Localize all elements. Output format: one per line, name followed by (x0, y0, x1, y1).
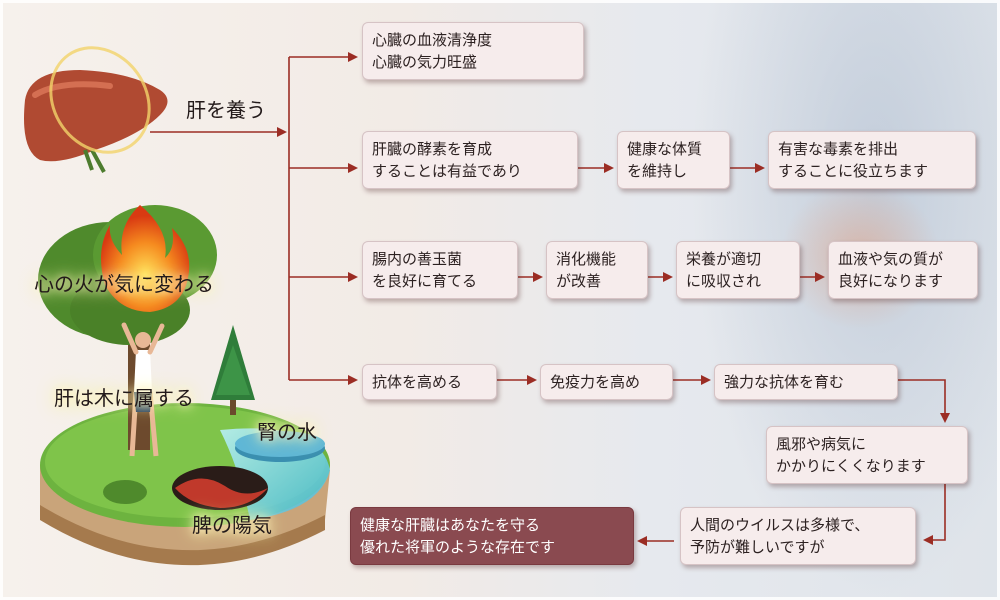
label-spleen-yang: 脾の陽気 (192, 513, 272, 537)
box-liver-general: 健康な肝臓はあなたを守る 優れた将軍のような存在です (350, 507, 634, 565)
liver-icon (24, 46, 168, 173)
box-strong-antibodies: 強力な抗体を育む (714, 364, 898, 400)
box-nutrient-absorption: 栄養が適切 に吸収され (676, 241, 800, 299)
box-resist-illness: 風邪や病気に かかりにくくなります (766, 426, 968, 484)
island (40, 403, 330, 566)
box-gut-bacteria: 腸内の善玉菌 を良好に育てる (362, 241, 518, 299)
box-heart-blood: 心臓の血液清浄度 心臓の気力旺盛 (362, 22, 584, 80)
box-raise-antibodies: 抗体を高める (362, 364, 497, 400)
box-blood-qi-quality: 血液や気の質が 良好になります (828, 241, 978, 299)
box-virus-prevention: 人間のウイルスは多様で、 予防が難しいですが (680, 507, 916, 565)
box-toxin-removal: 有害な毒素を排出 することに役立ちます (768, 131, 976, 189)
person-icon (121, 322, 165, 457)
label-kidney-water: 腎の水 (257, 420, 317, 444)
pine-tree-icon (211, 325, 255, 415)
box-liver-enzymes: 肝臓の酵素を育成 することは有益であり (362, 131, 578, 189)
label-nourish-liver: 肝を養う (186, 98, 266, 122)
label-liver-wood: 肝は木に属する (54, 386, 194, 410)
label-heart-fire: 心の火が気に変わる (34, 272, 214, 296)
background-blur-figure (690, 0, 1000, 600)
box-raise-immunity: 免疫力を高め (540, 364, 673, 400)
connectors (150, 52, 950, 546)
box-healthy-constitution: 健康な体質 を維持し (617, 131, 730, 189)
fire-icon (101, 205, 190, 312)
box-digestion: 消化機能 が改善 (546, 241, 648, 299)
